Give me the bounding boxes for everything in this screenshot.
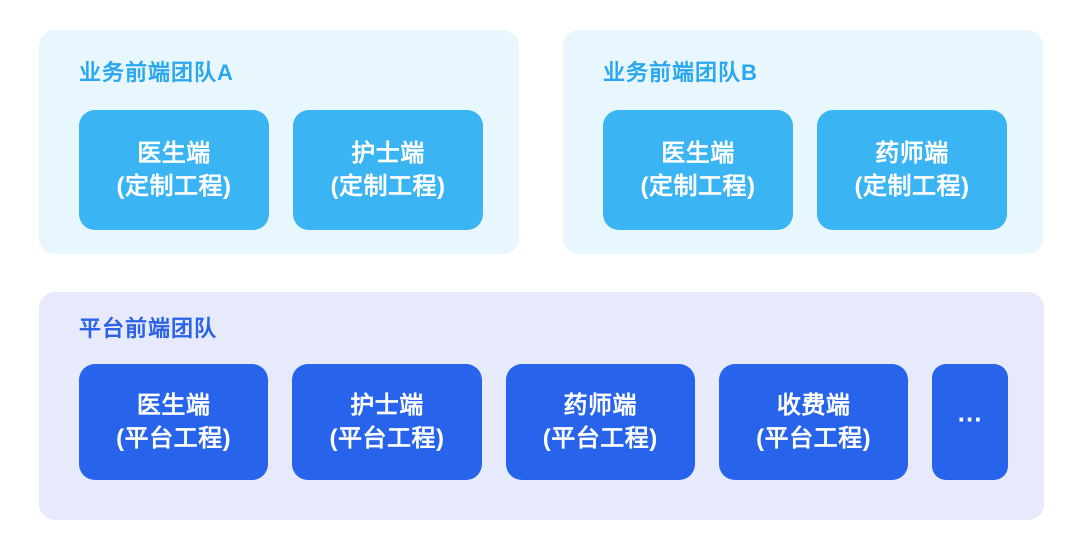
ellipsis-label: …: [956, 397, 984, 428]
box-name: 药师端: [875, 140, 949, 167]
panel-title-business-team-b: 业务前端团队B: [603, 60, 758, 85]
box-name: 医生端: [661, 140, 735, 167]
business-teams-row: 业务前端团队A 医生端 (定制工程) 护士端 (定制工程) 业务前端团队B 医生…: [39, 30, 1043, 254]
platform-team-boxes: 医生端 (平台工程) 护士端 (平台工程) 药师端 (平台工程) 收费端 (平台…: [79, 364, 1008, 480]
box-note: (平台工程): [542, 425, 658, 452]
panel-business-team-b: 业务前端团队B 医生端 (定制工程) 药师端 (定制工程): [563, 30, 1043, 254]
box-note: (定制工程): [116, 173, 232, 200]
panel-title-platform-team: 平台前端团队: [79, 316, 218, 341]
box-note: (定制工程): [854, 173, 970, 200]
box-name: 医生端: [136, 392, 211, 419]
box-nurse-platform: 护士端 (平台工程): [292, 364, 482, 480]
business-team-b-boxes: 医生端 (定制工程) 药师端 (定制工程): [603, 110, 1007, 230]
box-name: 护士端: [351, 140, 425, 167]
panel-title-business-team-a: 业务前端团队A: [79, 60, 234, 85]
box-pharmacist-custom: 药师端 (定制工程): [817, 110, 1007, 230]
box-doctor-platform: 医生端 (平台工程): [79, 364, 269, 480]
panel-business-team-a: 业务前端团队A 医生端 (定制工程) 护士端 (定制工程): [39, 30, 519, 254]
box-name: 收费端: [776, 392, 851, 419]
business-team-a-boxes: 医生端 (定制工程) 护士端 (定制工程): [79, 110, 483, 230]
box-doctor-custom: 医生端 (定制工程): [603, 110, 793, 230]
panel-platform-team: 平台前端团队 医生端 (平台工程) 护士端 (平台工程) 药师端 (平台工程) …: [39, 292, 1044, 520]
box-more-ellipsis: …: [932, 364, 1008, 480]
box-nurse-custom: 护士端 (定制工程): [293, 110, 483, 230]
box-name: 医生端: [137, 140, 211, 167]
box-note: (平台工程): [116, 425, 232, 452]
box-note: (平台工程): [329, 425, 445, 452]
box-name: 护士端: [350, 392, 424, 419]
box-doctor-custom: 医生端 (定制工程): [79, 110, 269, 230]
box-billing-platform: 收费端 (平台工程): [718, 364, 909, 480]
box-pharmacist-platform: 药师端 (平台工程): [505, 364, 695, 480]
box-note: (定制工程): [330, 173, 446, 200]
box-name: 药师端: [563, 392, 638, 419]
box-note: (平台工程): [756, 425, 872, 452]
box-note: (定制工程): [640, 173, 756, 200]
